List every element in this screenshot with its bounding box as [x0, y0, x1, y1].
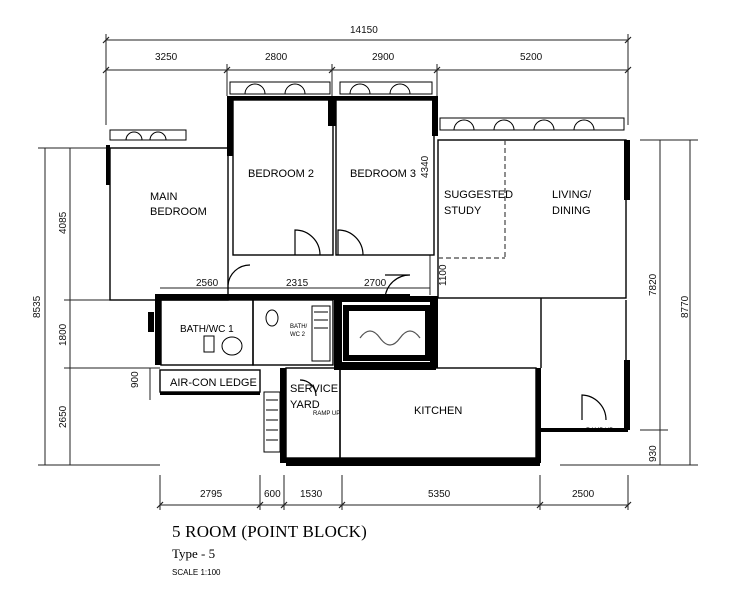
dim-left-1: 4085	[58, 211, 69, 234]
dimension-labels: 14150 3250 2800 2900 5200 2795 600 1530 …	[32, 25, 691, 500]
label-study-1: SUGGESTED	[444, 189, 513, 201]
dim-bottom-2: 600	[264, 489, 281, 500]
dimension-lines	[38, 34, 698, 510]
dim-top-2: 2800	[265, 52, 288, 63]
doors	[227, 229, 607, 421]
dimension-ticks	[102, 36, 632, 509]
plan-scale: SCALE 1:100	[172, 568, 221, 577]
plan-type: Type - 5	[172, 546, 216, 561]
plan-title: 5 ROOM (POINT BLOCK)	[172, 522, 367, 541]
label-ramp-living: RAMP UP	[586, 428, 613, 434]
dim-left-3: 2650	[58, 405, 69, 428]
dim-bottom-1: 2795	[200, 489, 223, 500]
windows	[109, 81, 625, 453]
label-service-1: SERVICE	[290, 383, 338, 395]
dim-left-outer: 8535	[32, 295, 43, 318]
dim-top-4: 5200	[520, 52, 543, 63]
dim-bottom-5: 2500	[572, 489, 595, 500]
bath-fixtures	[203, 305, 331, 362]
dim-left-2: 1800	[58, 323, 69, 346]
label-bath-2-1: BATH/	[290, 324, 308, 330]
label-main-bedroom-1: MAIN	[150, 191, 178, 203]
dim-bedroom3-height: 4340	[420, 155, 431, 178]
dim-bottom-4: 5350	[428, 489, 451, 500]
dim-overall-width: 14150	[350, 25, 378, 36]
label-aircon-ledge: AIR-CON LEDGE	[170, 377, 257, 389]
label-service-2: YARD	[290, 399, 320, 411]
label-main-bedroom-2: BEDROOM	[150, 206, 207, 218]
dim-right-1: 7820	[648, 273, 659, 296]
dim-middle-2: 2315	[286, 278, 309, 289]
label-bedroom-2: BEDROOM 2	[248, 168, 314, 180]
room-outlines	[109, 99, 627, 459]
label-bedroom-3: BEDROOM 3	[350, 168, 416, 180]
label-living-2: DINING	[552, 205, 591, 217]
dim-top-1: 3250	[155, 52, 178, 63]
room-labels: MAIN BEDROOM BEDROOM 2 BEDROOM 3 SUGGEST…	[150, 168, 613, 434]
study-dashed-outline	[438, 140, 506, 259]
label-bath-2-2: WC 2	[290, 332, 306, 338]
dim-top-3: 2900	[372, 52, 395, 63]
label-bath-1: BATH/WC 1	[180, 324, 234, 335]
dim-middle-vertical: 1100	[438, 264, 449, 286]
label-study-2: STUDY	[444, 205, 482, 217]
dim-right-outer: 8770	[680, 295, 691, 318]
label-living-1: LIVING/	[552, 189, 592, 201]
label-ramp-service: RAMP UP	[313, 411, 340, 417]
walls	[106, 96, 630, 466]
refuse-chute-box	[343, 305, 431, 361]
dim-left-small: 900	[130, 371, 141, 388]
label-kitchen: KITCHEN	[414, 405, 462, 417]
dim-right-2: 930	[648, 445, 659, 462]
dim-middle-1: 2560	[196, 278, 219, 289]
dim-bottom-3: 1530	[300, 489, 323, 500]
dim-middle-3: 2700	[364, 278, 387, 289]
